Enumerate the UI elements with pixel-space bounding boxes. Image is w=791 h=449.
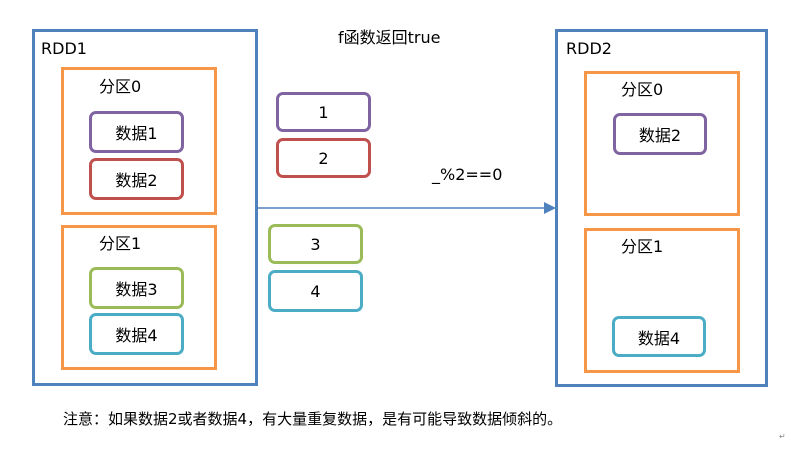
- rdd2-partition0: [584, 71, 740, 216]
- rdd2-partition1: [584, 228, 740, 373]
- rdd1-partition1: [61, 225, 217, 370]
- diagram-title: f函数返回true: [338, 28, 441, 47]
- middle-item-2: 2: [276, 138, 371, 178]
- rdd1-item-data3: 数据3: [89, 267, 184, 309]
- rdd2-box: [555, 29, 768, 387]
- rdd1-item-data2: 数据2: [89, 158, 184, 200]
- rdd2-item-data4: 数据4: [612, 316, 706, 357]
- rdd1-item-data1: 数据1: [89, 111, 184, 153]
- middle-item-4: 4: [268, 270, 363, 312]
- middle-item-3: 3: [268, 224, 363, 264]
- rdd1-partition1-label: 分区1: [99, 234, 142, 253]
- rdd2-item-data2: 数据2: [613, 113, 707, 155]
- condition-label: _%2==0: [432, 165, 503, 184]
- rdd1-item-data4: 数据4: [89, 313, 184, 355]
- rdd1-partition0-label: 分区0: [99, 77, 142, 96]
- middle-item-1: 1: [276, 92, 371, 132]
- rdd2-partition1-label: 分区1: [621, 237, 664, 256]
- footer-note: 注意：如果数据2或者数据4，有大量重复数据，是有可能导致数据倾斜的。: [63, 410, 563, 428]
- return-mark-icon: ↵: [779, 432, 786, 441]
- rdd1-partition0: [61, 67, 217, 215]
- rdd1-label: RDD1: [41, 39, 87, 58]
- rdd2-partition0-label: 分区0: [621, 80, 664, 99]
- rdd2-label: RDD2: [566, 39, 612, 58]
